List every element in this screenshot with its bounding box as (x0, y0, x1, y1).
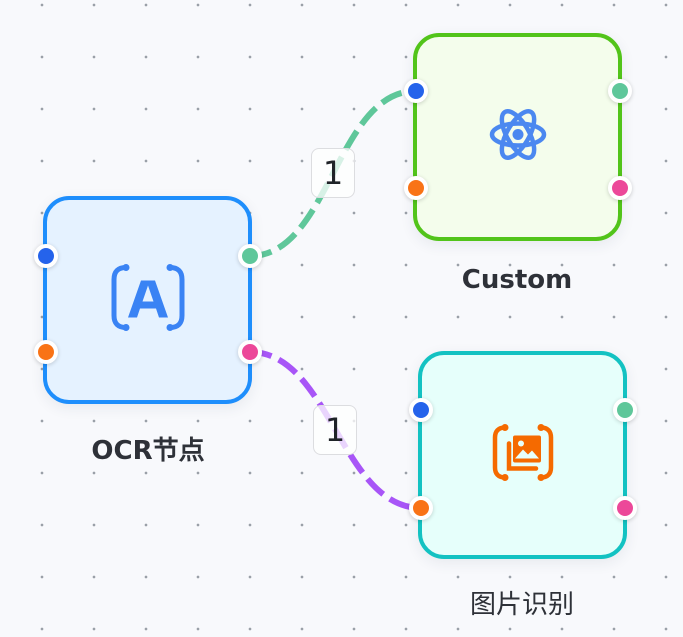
node-image-recognition[interactable] (409, 351, 637, 559)
node-label-ocr: OCR节点 (91, 436, 205, 466)
input-handle-top[interactable] (34, 244, 58, 268)
output-handle-top[interactable] (238, 244, 262, 268)
edge-label-ocr-to-image-recognition[interactable]: 1 (313, 405, 357, 455)
image-scan-icon (492, 424, 554, 487)
edge-label-ocr-to-custom[interactable]: 1 (311, 148, 355, 198)
output-handle-bottom[interactable] (613, 496, 637, 520)
text-recognition-icon (110, 264, 186, 337)
output-handle-top[interactable] (613, 398, 637, 422)
node-ocr[interactable] (34, 196, 262, 404)
node-custom[interactable] (404, 33, 632, 241)
input-handle-bottom[interactable] (34, 340, 58, 364)
node-label-image-recognition: 图片识别 (469, 590, 575, 620)
output-handle-bottom[interactable] (238, 340, 262, 364)
node-label-custom: Custom (461, 265, 573, 295)
atom-icon (489, 105, 547, 170)
input-handle-top[interactable] (404, 79, 428, 103)
input-handle-bottom[interactable] (409, 496, 433, 520)
input-handle-top[interactable] (409, 398, 433, 422)
output-handle-bottom[interactable] (608, 176, 632, 200)
input-handle-bottom[interactable] (404, 176, 428, 200)
output-handle-top[interactable] (608, 79, 632, 103)
